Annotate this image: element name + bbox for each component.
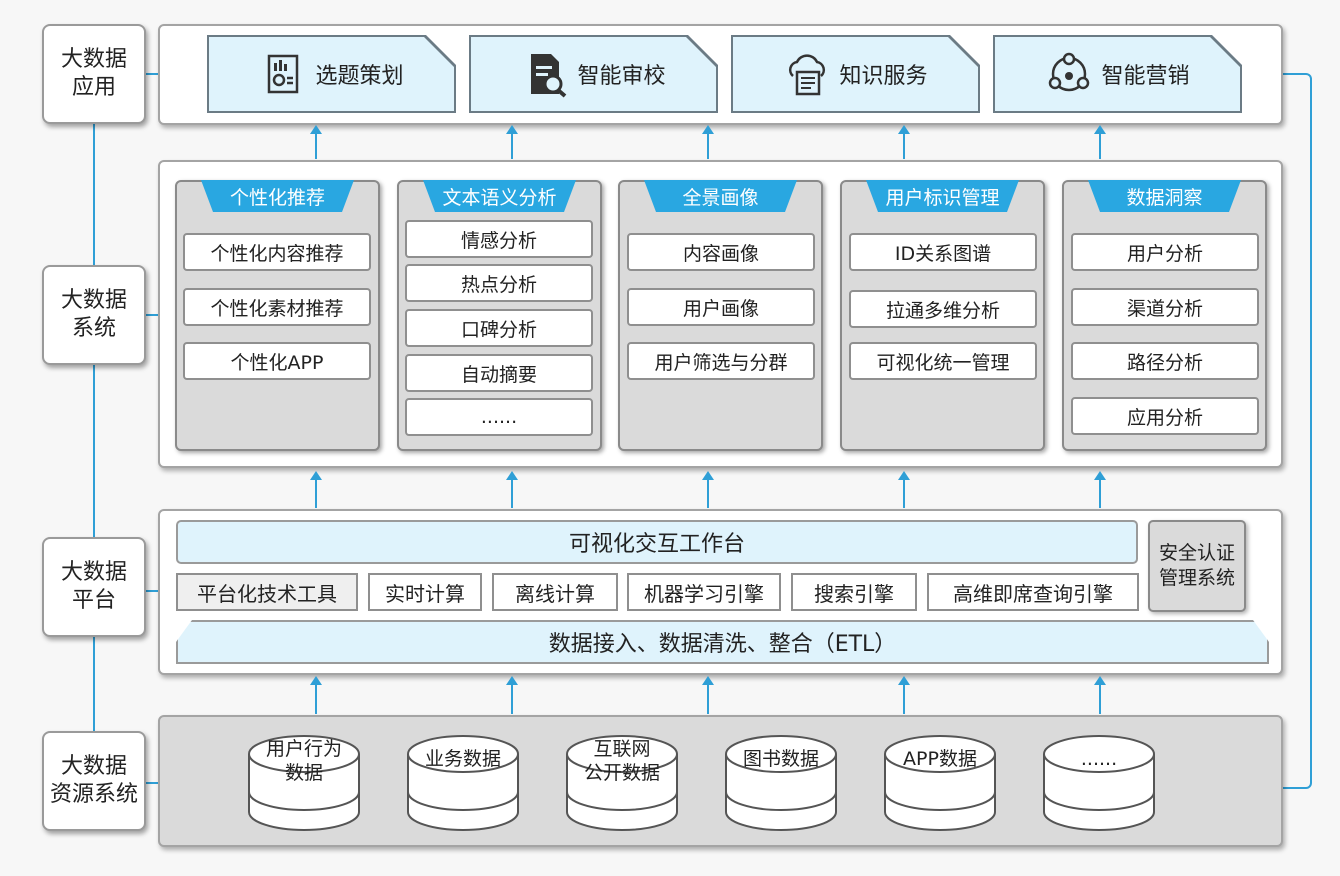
database-label: 图书数据 [742,748,819,770]
card-title: 用户标识管理 [866,180,1019,212]
network-nodes-icon [1045,50,1093,98]
database-label: APP数据 [903,748,977,770]
left-connector-line [93,120,95,830]
arrow-up [898,676,910,714]
tool-olap-engine[interactable]: 高维即席查询引擎 [927,573,1139,611]
workbench-label: 可视化交互工作台 [568,532,745,557]
card-item[interactable]: ...... [405,398,593,436]
connector-stub-platform [144,590,160,592]
card-item[interactable]: 渠道分析 [1071,288,1259,326]
arrow-up [310,125,322,159]
database-icon [248,735,360,831]
card-item[interactable]: 路径分析 [1071,342,1259,380]
card-item[interactable]: 可视化统一管理 [849,342,1037,380]
database-cylinder[interactable]: APP数据 [883,732,997,831]
security-system[interactable]: 安全认证 管理系统 [1148,520,1246,612]
app-tab-label: 选题策划 [315,64,404,89]
app-tab-smart-review[interactable]: 智能审校 [471,37,716,111]
database-label: ...... [1080,748,1118,770]
card-item[interactable]: 应用分析 [1071,397,1259,435]
arrow-up [702,125,714,159]
connector-stub-system [144,314,160,316]
database-label: 业务数据 [424,748,501,770]
arrow-up [310,471,322,508]
card-item[interactable]: 内容画像 [627,233,815,271]
database-label: 用户行为 数据 [265,738,342,784]
card-item[interactable]: 个性化内容推荐 [183,233,371,271]
arrow-up [898,471,910,508]
card-item[interactable]: 情感分析 [405,220,593,258]
tool-platform-tech[interactable]: 平台化技术工具 [176,573,358,611]
card-item[interactable]: ID关系图谱 [849,233,1037,271]
card-title: 数据洞察 [1088,180,1241,212]
card-item[interactable]: 个性化素材推荐 [183,288,371,326]
database-cylinder[interactable]: 图书数据 [724,732,838,831]
app-tab-label: 知识服务 [839,64,928,89]
arrow-up [506,471,518,508]
database-icon [725,735,837,831]
document-search-icon [521,50,569,98]
arrow-up [310,676,322,714]
card-item[interactable]: 自动摘要 [405,354,593,392]
app-tab-knowledge-service[interactable]: 知识服务 [733,37,978,111]
arrow-up [898,125,910,159]
database-cylinder[interactable]: 业务数据 [406,732,520,831]
card-item[interactable]: 个性化APP [183,342,371,380]
arrow-up [506,125,518,159]
database-icon [407,735,519,831]
security-label: 安全认证 管理系统 [1158,542,1235,589]
tool-offline-compute[interactable]: 离线计算 [492,573,618,611]
side-label-system: 大数据 系统 [42,265,146,365]
report-document-icon [259,50,307,98]
side-label-platform: 大数据 平台 [42,537,146,637]
card-item[interactable]: 拉通多维分析 [849,290,1037,328]
card-item[interactable]: 用户筛选与分群 [627,342,815,380]
app-tab-label: 智能审校 [577,64,666,89]
app-tab-smart-marketing[interactable]: 智能营销 [995,37,1240,111]
side-label-app: 大数据 应用 [42,24,146,124]
database-icon [1043,735,1155,831]
cloud-document-icon [783,50,831,98]
etl-label: 数据接入、数据清洗、整合（ETL） [548,632,897,657]
tool-realtime-compute[interactable]: 实时计算 [368,573,482,611]
app-tab-topic-planning[interactable]: 选题策划 [209,37,454,111]
card-item[interactable]: 热点分析 [405,264,593,302]
app-tab-label: 智能营销 [1101,64,1190,89]
arrow-up [702,471,714,508]
card-title: 全景画像 [644,180,797,212]
connector-stub-app [144,73,160,75]
database-cylinder[interactable]: 互联网 公开数据 [565,732,679,831]
arrow-up [1094,471,1106,508]
database-cylinder[interactable]: ...... [1042,732,1156,831]
database-cylinder[interactable]: 用户行为 数据 [247,732,361,831]
workbench-bar[interactable]: 可视化交互工作台 [176,520,1138,564]
arrow-up [506,676,518,714]
arrow-up [1094,125,1106,159]
arrow-up [702,676,714,714]
arrow-up [1094,676,1106,714]
card-item[interactable]: 口碑分析 [405,309,593,347]
tool-ml-engine[interactable]: 机器学习引擎 [627,573,781,611]
tool-search-engine[interactable]: 搜索引擎 [791,573,917,611]
etl-bar[interactable]: 数据接入、数据清洗、整合（ETL） [176,620,1269,664]
card-item[interactable]: 用户分析 [1071,233,1259,271]
card-title: 个性化推荐 [201,180,354,212]
database-icon [566,735,678,831]
card-title: 文本语义分析 [423,180,576,212]
right-connector-line [1282,73,1312,789]
database-icon [884,735,996,831]
database-label: 互联网 公开数据 [583,738,660,784]
card-item[interactable]: 用户画像 [627,288,815,326]
connector-stub-resource [144,782,160,784]
side-label-resource: 大数据 资源系统 [42,731,146,831]
